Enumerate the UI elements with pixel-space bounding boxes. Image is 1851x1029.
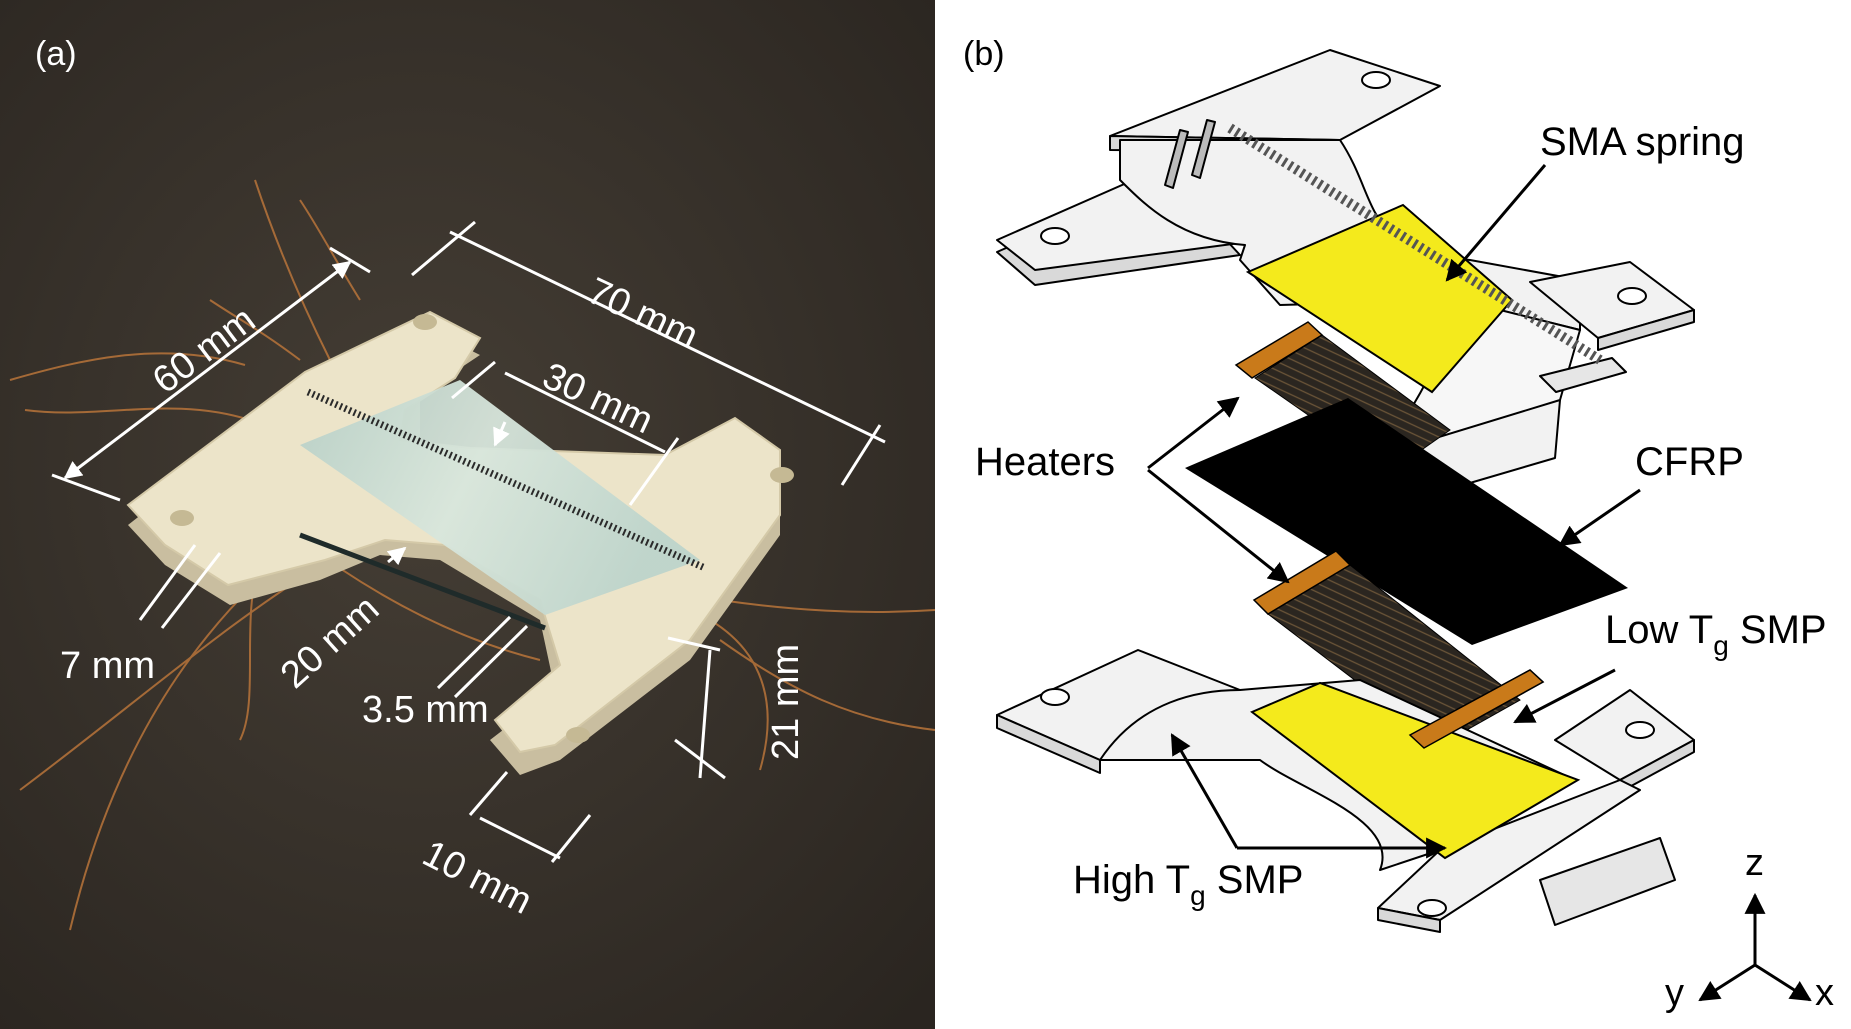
- axis-y-label: y: [1665, 972, 1684, 1014]
- dimension-lines: [51, 220, 886, 863]
- panel-a-tag: (a): [35, 35, 77, 73]
- sma-spring: [1227, 123, 1603, 365]
- smp-film: [300, 380, 700, 615]
- axis-z-label: z: [1745, 842, 1764, 884]
- leader-arrows: [1147, 164, 1641, 859]
- dim-3-5mm: 3.5 mm: [362, 689, 489, 731]
- cfrp-label: CFRP: [1635, 440, 1744, 484]
- bolt-hole: [170, 510, 194, 526]
- lower-low-tg-smp: [1250, 681, 1581, 860]
- low-tg-prefix: Low T: [1605, 608, 1713, 652]
- bolt-hole: [566, 727, 590, 743]
- high-tg-prefix: High T: [1073, 858, 1190, 902]
- dim-21mm: 21 mm: [765, 644, 807, 760]
- high-tg-smp-label: High Tg SMP: [1073, 858, 1303, 911]
- heaters-label: Heaters: [975, 440, 1115, 484]
- axis-x-label: x: [1815, 972, 1834, 1014]
- cfrp-plate: [1185, 398, 1628, 645]
- component-labels: SMA spring Heaters CFRP Low Tg SMP High …: [975, 120, 1827, 911]
- panel-b: SMA spring Heaters CFRP Low Tg SMP High …: [935, 0, 1851, 1029]
- high-tg-subscript: g: [1190, 880, 1206, 911]
- upper-heater-electrode: [1234, 321, 1324, 379]
- low-tg-suffix: SMP: [1729, 608, 1827, 652]
- bolt-hole: [770, 467, 794, 483]
- sma-spring-label: SMA spring: [1540, 120, 1745, 164]
- lower-heater-electrode: [1252, 550, 1352, 615]
- low-tg-subscript: g: [1713, 630, 1729, 661]
- sma-spring-photo: [306, 388, 707, 572]
- dim-7mm: 7 mm: [60, 645, 155, 687]
- low-tg-smp-label: Low Tg SMP: [1605, 608, 1827, 661]
- panel-b-tag: (b): [963, 35, 1005, 73]
- panel-a: 60 mm 70 mm 30 mm 7 mm 20 mm 3.5 mm 21 m…: [0, 0, 936, 1029]
- coordinate-axes: [1698, 892, 1812, 1002]
- bolt-hole: [413, 314, 437, 330]
- high-tg-suffix: SMP: [1206, 858, 1304, 902]
